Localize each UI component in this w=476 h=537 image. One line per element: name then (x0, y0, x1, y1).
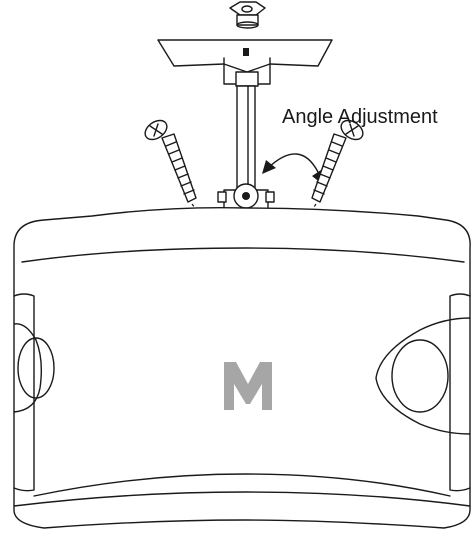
left-side-recess (13, 323, 55, 413)
angle-adjustment-label: Angle Adjustment (282, 106, 438, 128)
bolt-stud (243, 48, 249, 56)
hex-nut (229, 1, 266, 29)
right-side-recess (375, 317, 471, 435)
mount-tube (236, 85, 256, 189)
angle-adjustment-arrow (262, 153, 324, 184)
brand-logo (224, 362, 272, 410)
speaker-cabinet (13, 206, 471, 529)
ceiling-bracket-plate (157, 39, 333, 87)
left-screw (144, 119, 211, 229)
